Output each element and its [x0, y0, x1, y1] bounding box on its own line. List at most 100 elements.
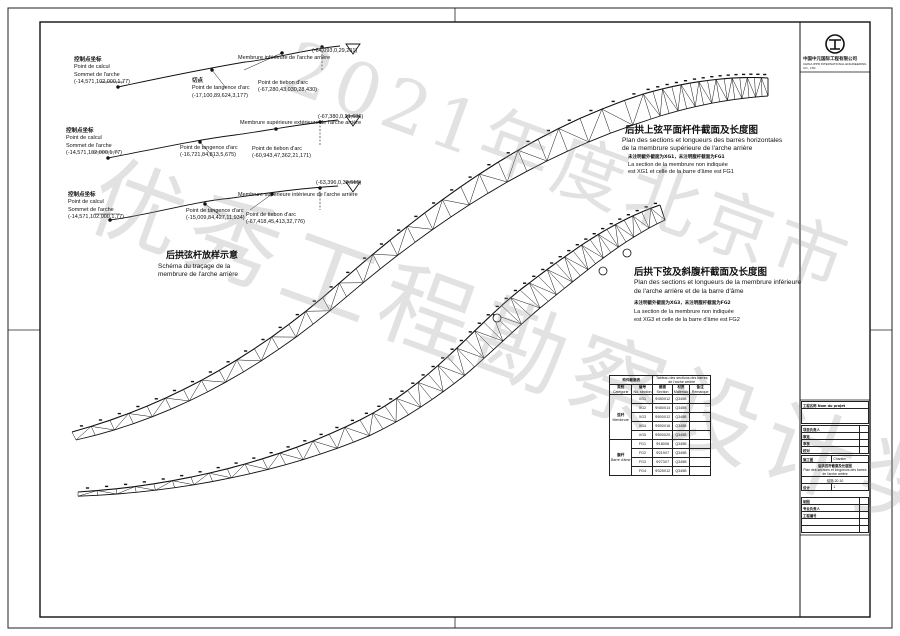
bottom-chord-segment	[303, 453, 321, 461]
diagonal-member	[442, 199, 470, 206]
length-label-mark	[400, 390, 404, 392]
diagonal-member	[761, 77, 769, 97]
diagonal-member	[677, 84, 682, 111]
bottom-chord-segment	[474, 357, 485, 368]
vertical-member	[227, 468, 232, 478]
vertical-member	[406, 226, 416, 243]
bottom-chord-segment	[633, 232, 642, 238]
vertical-member	[483, 322, 504, 342]
bottom-chord-segment	[755, 95, 763, 98]
top-chord-segment	[624, 93, 644, 101]
length-label-mark	[487, 164, 491, 166]
vertical-member	[723, 78, 728, 101]
vertical-member	[624, 100, 634, 126]
length-label-mark	[701, 77, 705, 79]
length-label-mark	[312, 300, 316, 302]
lofting-title-fr-2: membrure de l'arche arrière	[158, 271, 238, 278]
diagonal-member	[598, 234, 619, 248]
diagonal-member	[437, 365, 465, 376]
lofting-2-end: (-67,380,0,21,636)	[318, 114, 364, 120]
length-label-mark	[261, 338, 265, 341]
bottom-chord-segment	[136, 489, 156, 493]
top-chord-segment	[460, 173, 480, 188]
length-label-mark	[303, 440, 307, 442]
top-chord-segment	[359, 412, 374, 421]
vertical-member	[739, 77, 743, 99]
length-label-mark	[411, 382, 415, 384]
bottom-chord-segment	[397, 241, 416, 256]
top-chord-segment	[407, 381, 419, 391]
vertical-member	[517, 150, 528, 172]
vertical-member	[460, 186, 470, 206]
vertical-member	[615, 224, 627, 243]
bottom-chord-segment	[506, 170, 528, 183]
vertical-member	[254, 348, 262, 362]
length-label-mark	[85, 487, 90, 489]
vertical-member	[715, 79, 720, 102]
top-chord-segment	[372, 405, 386, 414]
vertical-member	[417, 382, 433, 400]
diagonal-member	[615, 224, 619, 248]
length-label-mark	[117, 412, 121, 415]
diagonal-member	[715, 79, 728, 101]
length-label-mark	[397, 229, 401, 231]
vertical-member	[564, 256, 581, 276]
bottom-chord-segment	[353, 435, 370, 443]
bottom-chord-segment	[632, 118, 652, 126]
lofting-2-tangent: Point de tangence d'arc (-16,721,84,813,…	[180, 145, 238, 159]
length-label-mark	[575, 244, 579, 246]
diagonal-member	[303, 440, 314, 460]
top-chord-segment	[190, 472, 210, 478]
lofting-1-tangent: 切点 Point de tangence d'arc (-17,100,89,6…	[192, 78, 250, 99]
lofting-2-mid: Point de tiebon d'arc (-60,943,47,362,21…	[252, 146, 312, 160]
vertical-member	[558, 128, 568, 152]
top-chord-segment	[558, 117, 581, 129]
length-label-mark	[286, 446, 290, 448]
bottom-chord-segment	[564, 281, 573, 289]
length-label-mark	[589, 109, 593, 112]
vertical-member	[396, 398, 409, 415]
vertical-member	[479, 173, 489, 194]
vertical-member	[538, 275, 557, 295]
lofting-schematic	[92, 43, 361, 222]
length-label-mark	[431, 365, 435, 368]
bottom-chord-segment	[395, 414, 409, 423]
diagonal-member	[417, 382, 421, 408]
vertical-member	[305, 311, 314, 325]
diagonal-member	[189, 380, 202, 402]
diagonal-member	[711, 79, 717, 104]
bottom-chord-segment	[587, 263, 596, 270]
length-label-mark	[468, 331, 472, 333]
vertical-member	[680, 84, 687, 109]
length-label-mark	[190, 380, 195, 383]
vertical-member	[322, 297, 331, 311]
top-chord-segment	[146, 397, 166, 407]
lofting-1-upper: Membrure inférieure de l'arche arrière	[238, 55, 331, 61]
vertical-member	[572, 250, 589, 270]
diagonal-member	[236, 359, 262, 362]
diagonal-member	[588, 109, 603, 142]
lofting-3-upper: Membrure supérieure intérieure de l'arch…	[238, 192, 358, 198]
diagonal-member	[547, 269, 573, 283]
vertical-member	[671, 86, 679, 111]
top-chord-segment	[652, 88, 663, 92]
length-label-mark	[486, 314, 490, 316]
bottom-chord-segment	[212, 477, 232, 482]
vertical-member	[510, 297, 531, 317]
length-label-mark	[756, 73, 760, 75]
length-label-mark	[335, 426, 339, 429]
length-label-mark	[234, 462, 238, 464]
vertical-member	[731, 78, 736, 100]
bottom-chord-segment	[468, 192, 489, 206]
top-chord-segment	[537, 269, 548, 277]
diagonal-member	[437, 365, 444, 392]
diagonal-member	[694, 81, 700, 107]
length-label-mark	[208, 371, 212, 373]
diagonal-member	[165, 397, 190, 402]
diagonal-member	[305, 310, 330, 312]
length-label-mark	[216, 466, 220, 469]
top-chord-segment	[456, 339, 467, 349]
